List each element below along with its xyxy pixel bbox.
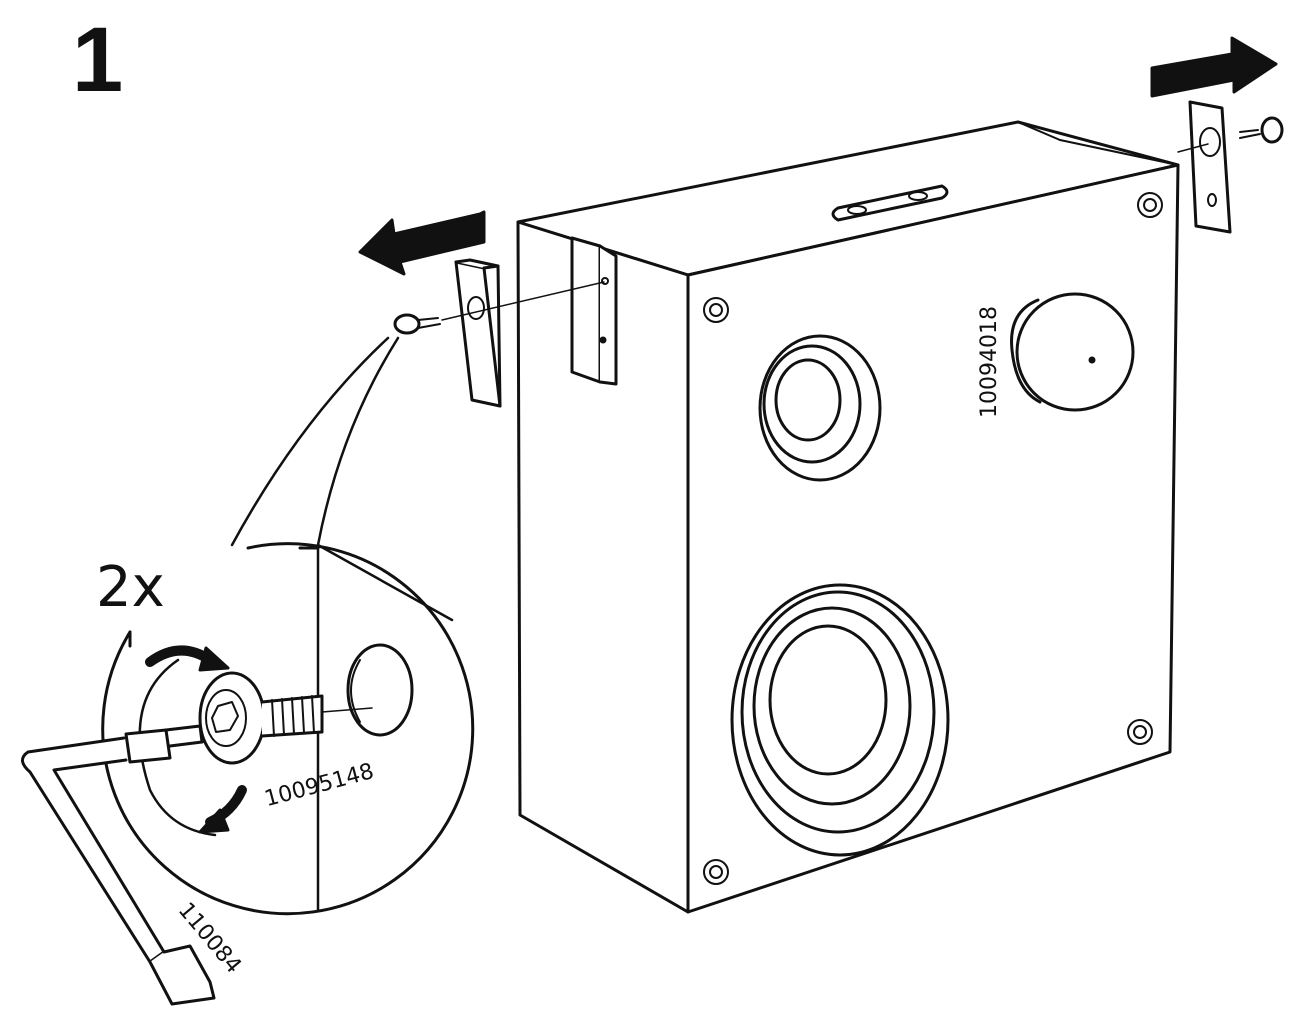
step-number: 1 [72,9,124,111]
speaker-part-number: 10094018 [977,306,1002,418]
hex-key [21,724,216,1006]
quantity-label: 2x [96,555,165,620]
left-arrow-icon [358,210,486,276]
right-wall-plate [1177,100,1232,234]
tweeter [758,334,882,482]
detail-circle [101,542,475,916]
left-wall-plate [454,258,502,408]
right-screw [1239,116,1284,144]
top-slot [831,184,949,222]
callout-lines [230,336,400,547]
woofer [730,583,950,857]
volume-knob [1010,292,1135,412]
corner-screws [703,192,1163,885]
left-bracket [570,236,618,386]
right-arrow-icon [1150,36,1278,98]
left-screw [393,281,605,335]
